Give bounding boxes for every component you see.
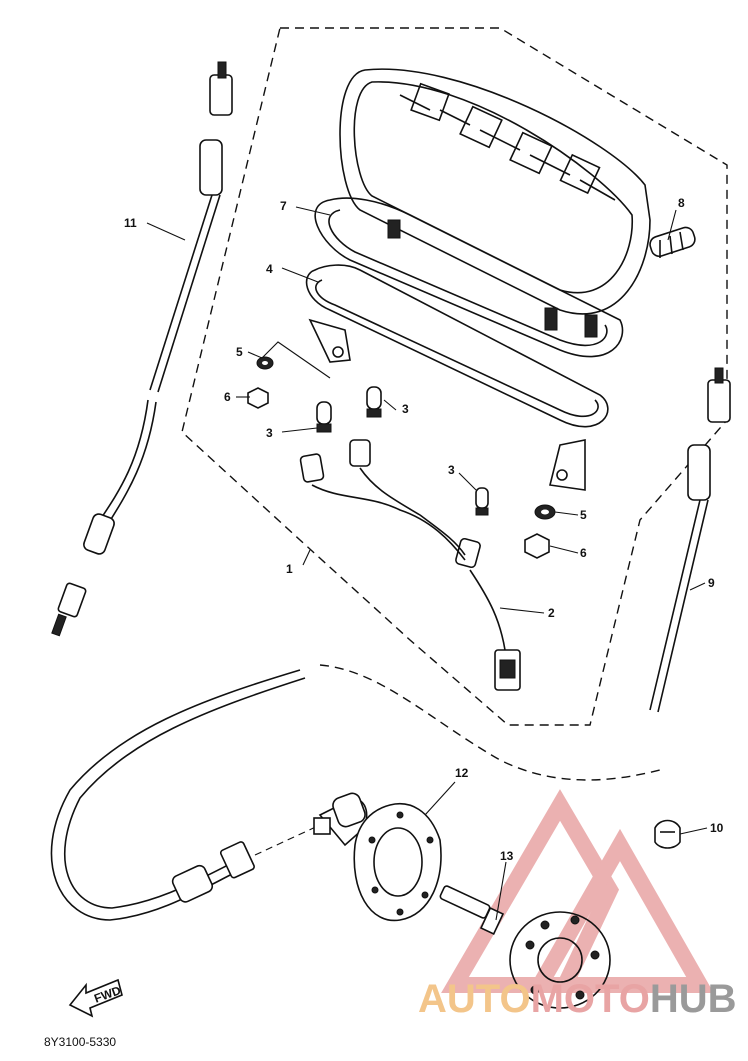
watermark-hub: HUB <box>650 977 737 1021</box>
callout-labels: 1 2 3 3 3 4 5 5 6 6 7 8 9 10 11 12 13 <box>124 196 724 863</box>
callout-8: 8 <box>678 196 685 210</box>
drive-plate <box>353 803 442 922</box>
meter-cable-right <box>649 367 731 713</box>
callout-3-left: 3 <box>266 426 273 440</box>
nut-right <box>524 533 550 559</box>
meter-bracket <box>305 264 609 491</box>
leader-lines <box>146 206 708 921</box>
callout-5-right: 5 <box>580 508 587 522</box>
bulb-2 <box>366 386 382 418</box>
fwd-label: FWD <box>92 983 123 1006</box>
watermark-mountain-left <box>441 789 620 993</box>
cable-clip <box>654 819 681 849</box>
callout-5-left: 5 <box>236 345 243 359</box>
bolt <box>439 885 505 935</box>
fwd-arrow-icon: FWD <box>68 978 123 1018</box>
washer-right <box>534 504 556 520</box>
reset-knob <box>649 226 696 258</box>
callout-12: 12 <box>455 766 469 780</box>
wire-harness <box>299 439 521 691</box>
meter-stud-2 <box>544 307 558 331</box>
callout-13: 13 <box>500 849 514 863</box>
gasket <box>314 197 624 358</box>
meter-stud-1 <box>387 219 401 239</box>
svg-text:AUTOMOTOHUB: AUTOMOTOHUB <box>418 977 737 1021</box>
meter-housing <box>339 68 651 338</box>
drive-gear-elbow <box>313 792 368 847</box>
callout-11: 11 <box>124 216 137 230</box>
callout-3-right: 3 <box>448 463 455 477</box>
bulb-3 <box>475 487 489 516</box>
callout-7: 7 <box>280 199 287 213</box>
speedo-drive-cable <box>50 664 661 921</box>
watermark-mountain-right <box>526 828 714 993</box>
callout-3-middle: 3 <box>402 402 409 416</box>
nut-left <box>247 387 269 409</box>
meter-stud-3 <box>584 314 598 338</box>
assembly-boundary <box>181 27 728 726</box>
callout-6-right: 6 <box>580 546 587 560</box>
hub-flange <box>509 911 611 1009</box>
callout-1: 1 <box>286 562 293 576</box>
watermark-moto: MOTO <box>531 977 650 1021</box>
callout-10: 10 <box>710 821 724 835</box>
callout-6-left: 6 <box>224 390 231 404</box>
watermark-text: AUTOMOTOHUB <box>418 977 737 1021</box>
diagram-code: 8Y3100-5330 <box>44 1035 116 1049</box>
meter-cable-left <box>51 61 233 637</box>
bulb-1 <box>316 401 332 433</box>
callout-2: 2 <box>548 606 555 620</box>
watermark-auto: AUTO <box>418 977 531 1021</box>
washer-left <box>256 356 274 370</box>
callout-4: 4 <box>266 262 273 276</box>
callout-9: 9 <box>708 576 715 590</box>
